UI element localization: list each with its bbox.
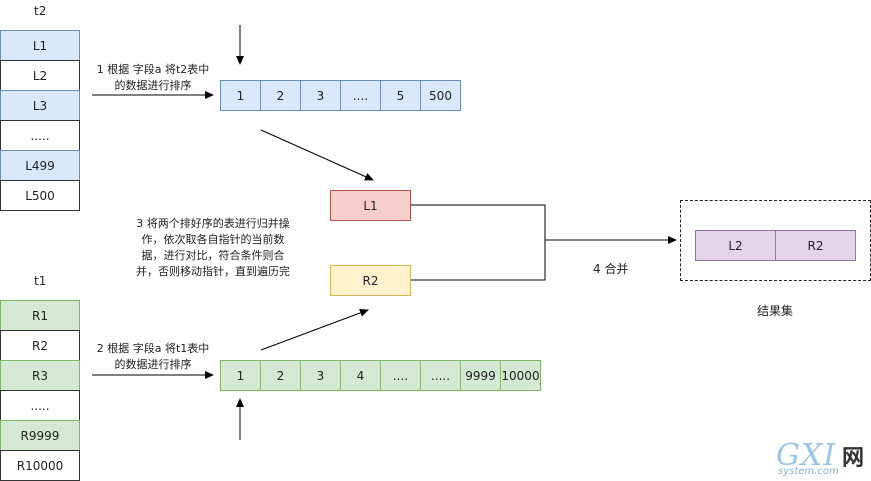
step2-line: 2 根据 字段a 将t1表中 (96, 342, 210, 355)
t1-table-title: t1 (34, 274, 47, 288)
connector-r2 (411, 240, 546, 281)
t2-row: L499 (0, 150, 80, 181)
step1-line: 1 根据 字段a 将t2表中 (96, 63, 210, 76)
step1-note: 1 根据 字段a 将t2表中 的数据进行排序 (86, 62, 220, 94)
result-caption: 结果集 (757, 304, 794, 318)
watermark-suffix: 网 (842, 446, 865, 471)
sorted-t2-cell: 1 (220, 80, 261, 111)
pointer-r-box: R2 (330, 265, 411, 296)
t1-row: R9999 (0, 420, 80, 451)
step3-line: 3 将两个排好序的表进行归并操 (136, 217, 290, 230)
t2-row: L500 (0, 180, 80, 211)
result-cell: L2 (695, 230, 776, 261)
step2-note: 2 根据 字段a 将t1表中 的数据进行排序 (86, 341, 220, 373)
sorted-t1-cell: 9999 (460, 360, 501, 391)
step3-line: 并，否则移动指针，直到遍历完 (136, 265, 290, 278)
step2-line: 的数据进行排序 (114, 358, 192, 371)
sorted-t1-cell: ..... (420, 360, 461, 391)
arrow-to-r2 (260, 309, 369, 351)
connector-l1 (411, 204, 546, 240)
arrow-to-l1 (260, 129, 374, 181)
t2-table-title: t2 (34, 4, 47, 18)
watermark-site: system.com (778, 466, 839, 477)
sorted-t1-cell: 1 (220, 360, 261, 391)
step4-label: 4 合并 (593, 262, 629, 276)
result-cell: R2 (775, 230, 856, 261)
t1-row: R3 (0, 360, 80, 391)
sorted-t2-cell: .... (340, 80, 381, 111)
sorted-t2-cell: 5 (380, 80, 421, 111)
sorted-t2-cell: 2 (260, 80, 301, 111)
sorted-t1-cell: 10000 (500, 360, 541, 391)
step3-note: 3 将两个排好序的表进行归并操 作，依次取各自指针的当前数 据，进行对比，符合条… (118, 216, 308, 280)
sorted-t2-cell: 500 (420, 80, 461, 111)
step1-line: 的数据进行排序 (114, 79, 192, 92)
t2-row: ..... (0, 120, 80, 151)
pointer-l-box: L1 (330, 190, 411, 221)
step3-line: 作，依次取各自指针的当前数 (141, 233, 285, 246)
watermark-logo: GXI (776, 438, 837, 473)
step3-line: 据，进行对比，符合条件则合 (141, 249, 285, 262)
t1-row: R10000 (0, 450, 80, 481)
t2-row: L2 (0, 60, 80, 91)
t1-row: R1 (0, 300, 80, 331)
t1-row: R2 (0, 330, 80, 361)
